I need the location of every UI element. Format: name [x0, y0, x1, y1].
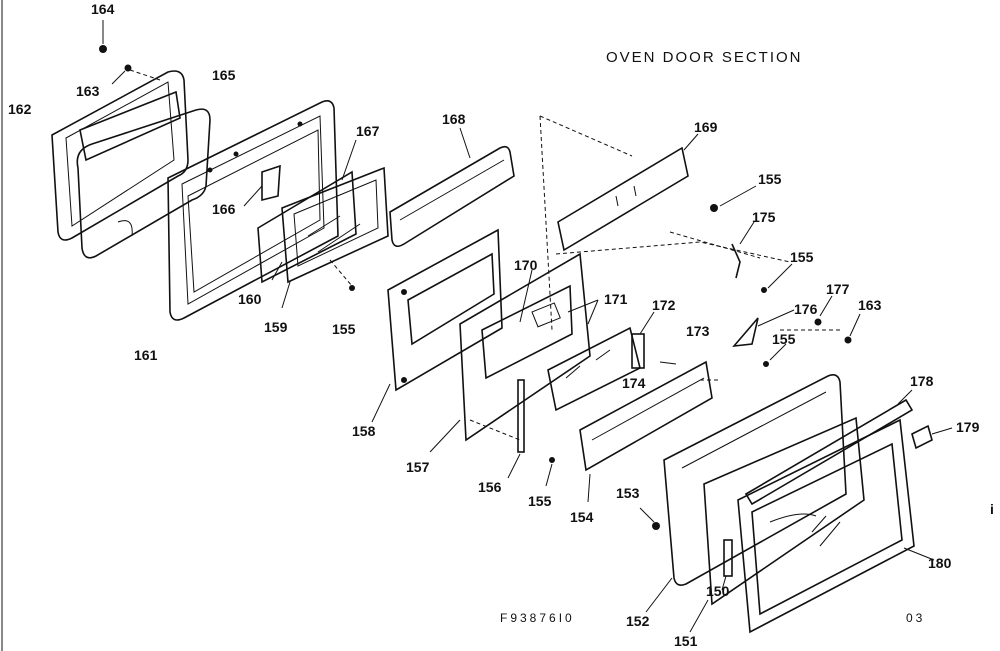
label-168: 168	[442, 111, 466, 127]
label-174: 174	[622, 375, 646, 391]
part-180-outer-frame	[737, 418, 935, 634]
part-155-screw-d	[763, 361, 769, 367]
part-166-bracket	[243, 164, 281, 207]
part-172-glass	[547, 326, 641, 412]
label-158: 158	[352, 423, 376, 439]
label-150: 150	[706, 583, 730, 599]
label-166: 166	[212, 201, 236, 217]
label-170: 170	[514, 257, 538, 273]
label-164: 164	[91, 1, 115, 17]
sheet-number: 03	[906, 611, 925, 625]
label-161: 161	[134, 347, 158, 363]
part-163-screw	[124, 64, 132, 72]
label-165: 165	[212, 67, 236, 83]
label-179: 179	[956, 419, 980, 435]
part-150-seal	[721, 539, 733, 591]
part-154-rail	[579, 360, 713, 503]
part-156-strip	[517, 379, 525, 453]
label-177: 177	[826, 281, 850, 297]
side-mark: i	[990, 501, 994, 517]
part-165-wire-gasket	[76, 108, 211, 259]
part-173-clip	[631, 333, 645, 369]
label-178: 178	[910, 373, 934, 389]
label-171: 171	[604, 291, 628, 307]
part-176-bracket	[732, 317, 759, 348]
label-155-a: 155	[332, 321, 356, 337]
part-159-glass-frame	[281, 166, 389, 284]
label-163-b: 163	[858, 297, 882, 313]
part-161-inner-panel	[167, 100, 339, 321]
part-178-trim	[744, 389, 914, 506]
part-167-glass	[257, 139, 357, 284]
label-167: 167	[356, 123, 380, 139]
label-155-e: 155	[528, 493, 552, 509]
part-155-screw-c	[761, 287, 767, 293]
label-151: 151	[674, 633, 698, 649]
label-176: 176	[794, 301, 818, 317]
part-179-handle-end	[911, 424, 953, 450]
guide-line-top	[539, 115, 633, 157]
label-155-b: 155	[758, 171, 782, 187]
label-155-d: 155	[772, 331, 796, 347]
label-180: 180	[928, 555, 952, 571]
diagram-title: OVEN DOOR SECTION	[606, 49, 803, 66]
part-155-screw-a	[349, 285, 355, 291]
part-169-panel	[557, 133, 699, 252]
part-164-screw	[99, 45, 107, 53]
part-163-screw-b	[844, 336, 852, 344]
label-160: 160	[238, 291, 262, 307]
part-155-screw-b	[710, 204, 718, 212]
label-156: 156	[478, 479, 502, 495]
label-169: 169	[694, 119, 718, 135]
label-173: 173	[686, 323, 710, 339]
leader-170	[519, 269, 533, 323]
label-154: 154	[570, 509, 594, 525]
part-177-spring	[814, 318, 822, 326]
label-159: 159	[264, 319, 288, 335]
part-155-screw-e	[549, 457, 555, 463]
label-163-a: 163	[76, 83, 100, 99]
part-151-glass	[689, 416, 865, 633]
label-162: 162	[8, 101, 32, 117]
label-157: 157	[406, 459, 430, 475]
part-175-hinge	[731, 243, 741, 279]
label-155-c: 155	[790, 249, 814, 265]
part-153-screw	[652, 522, 660, 530]
label-152: 152	[626, 613, 650, 629]
part-157-inner-door	[429, 252, 591, 453]
part-168-trim	[389, 127, 515, 248]
part-152-outer-panel	[645, 374, 847, 613]
part-158-door-liner	[371, 228, 503, 423]
drawing-number: F93876I0	[500, 611, 575, 625]
label-175: 175	[752, 209, 776, 225]
label-153: 153	[616, 485, 640, 501]
label-172: 172	[652, 297, 676, 313]
